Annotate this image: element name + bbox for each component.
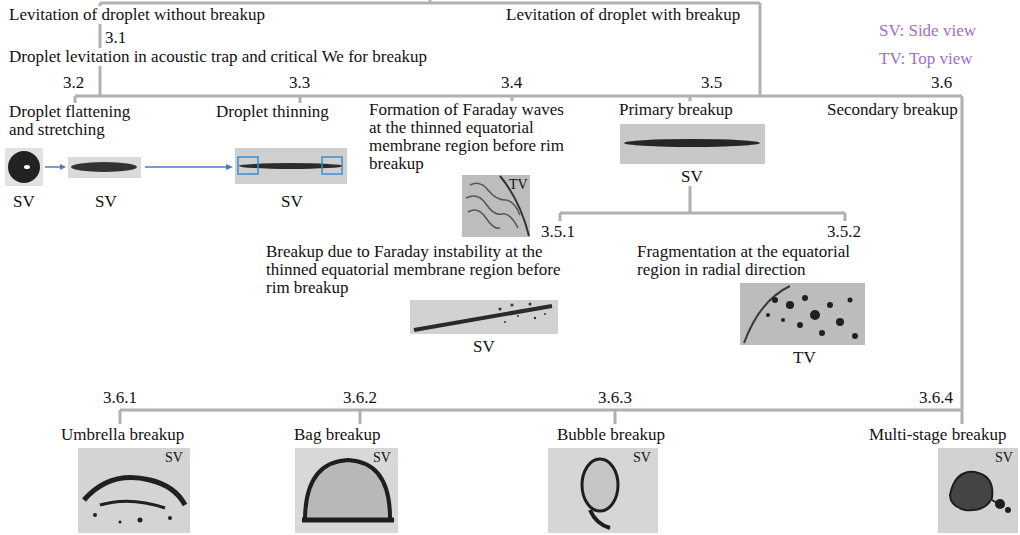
view-tag: SV <box>372 451 392 466</box>
view-tag: SV <box>164 451 184 466</box>
section-number: 3.6.3 <box>597 389 633 407</box>
section-number: 3.4 <box>500 74 523 92</box>
thinned-droplet-photo <box>235 148 347 184</box>
section-number: 3.6.4 <box>918 389 954 407</box>
view-tag: SV <box>680 168 704 186</box>
bubble-breakup-photo <box>548 448 658 533</box>
section-number: 3.5.1 <box>540 223 576 241</box>
view-tag: SV <box>632 451 652 466</box>
view-tag: SV <box>94 193 118 211</box>
category-label: Breakup due to Faraday instability at th… <box>265 243 567 297</box>
section-number: 3.6.2 <box>342 389 378 407</box>
category-label: Secondary breakup <box>826 101 959 119</box>
flattened-droplet-photo <box>68 157 141 178</box>
category-label: Bubble breakup <box>556 426 666 444</box>
view-tag: SV <box>472 338 496 356</box>
category-label: Bag breakup <box>293 426 381 444</box>
section-number: 3.6.1 <box>102 389 138 407</box>
view-key: TV: Top view <box>878 50 974 68</box>
view-tag: SV <box>994 451 1014 466</box>
view-tag: SV <box>12 193 36 211</box>
primary-breakup-photo <box>620 124 765 164</box>
section-number: 3.5 <box>700 74 723 92</box>
view-tag: TV <box>508 178 529 193</box>
category-label: Formation of Faraday waves at the thinne… <box>368 101 570 173</box>
category-label: Multi-stage breakup <box>868 426 1007 444</box>
section-title: Droplet levitation in acoustic trap and … <box>8 48 428 66</box>
section-number: 3.3 <box>288 74 311 92</box>
section-number: 3.6 <box>930 74 953 92</box>
category-label: Droplet flattening and stretching <box>8 103 145 139</box>
radial-fragmentation-photo <box>740 283 865 345</box>
umbrella-breakup-photo <box>78 448 190 533</box>
faraday-breakup-photo <box>410 300 558 334</box>
droplet-photo <box>5 148 43 186</box>
bag-breakup-photo <box>295 448 398 533</box>
view-tag: TV <box>792 349 817 367</box>
category-label: Droplet thinning <box>215 103 330 121</box>
section-number: 3.5.2 <box>826 223 862 241</box>
category-label: Umbrella breakup <box>60 426 185 444</box>
view-tag: SV <box>280 193 304 211</box>
category-label: Fragmentation at the equatorial region i… <box>636 243 883 279</box>
category-label: Primary breakup <box>618 101 734 119</box>
multi-stage-breakup-photo <box>938 448 1018 533</box>
section-number: 3.2 <box>62 74 85 92</box>
view-key: SV: Side view <box>878 22 977 40</box>
section-number: 3.1 <box>104 29 127 47</box>
branch-title: Levitation of droplet with breakup <box>505 6 741 24</box>
branch-title: Levitation of droplet without breakup <box>8 6 266 24</box>
faraday-wave-photo <box>462 175 530 237</box>
